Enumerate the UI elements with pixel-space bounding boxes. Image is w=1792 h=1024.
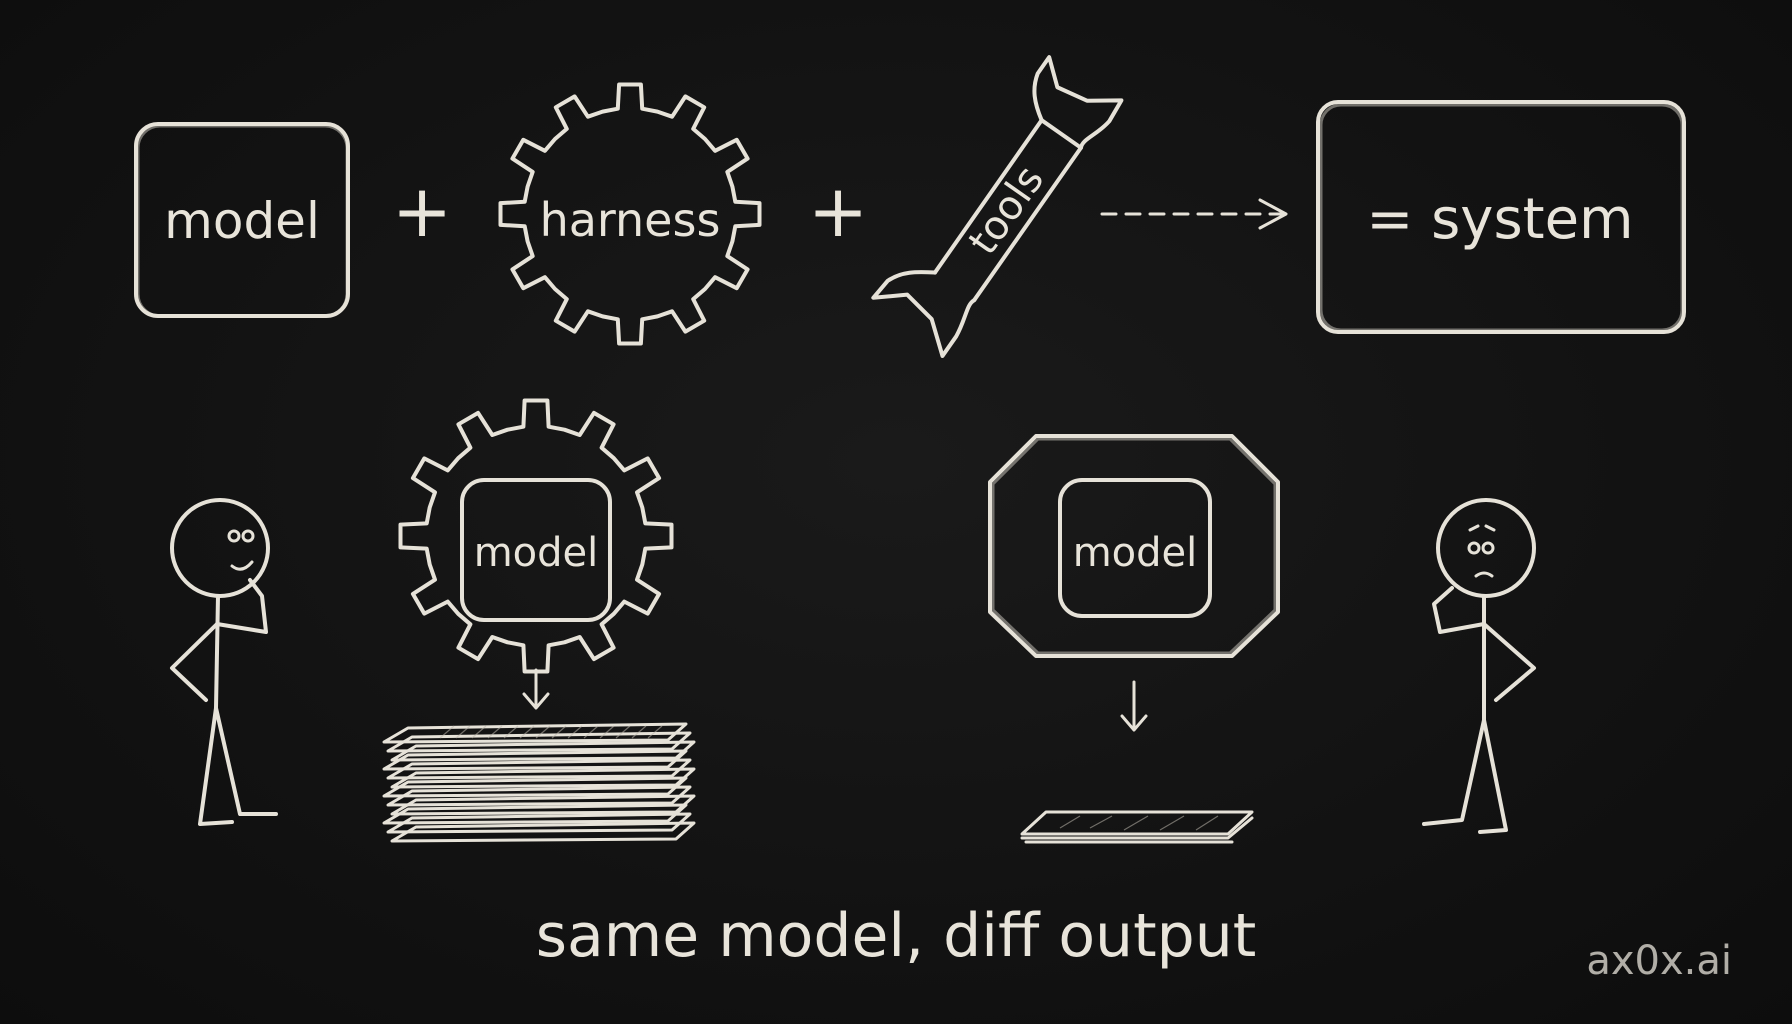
arrow-down-icon [1120, 680, 1148, 732]
paper-sheet [386, 785, 692, 807]
harness-gear-with-model: model [398, 398, 674, 674]
paper-sheet [390, 821, 696, 843]
dashed-arrow [1100, 198, 1288, 230]
shading-stroke [551, 725, 567, 739]
shading-stroke [631, 725, 647, 739]
paper-sheet [386, 812, 692, 834]
shading-stroke [487, 725, 503, 739]
paper-sheet [382, 776, 688, 798]
shading-stroke [567, 725, 583, 739]
stick-figure-smiling [170, 498, 278, 826]
large-output-stack [382, 722, 696, 843]
plain-octagon-with-model: model [988, 434, 1280, 658]
system-label: = system [1366, 187, 1633, 252]
model-label: model [164, 192, 320, 250]
right-model-label: model [1073, 530, 1198, 576]
left-model-label: model [474, 530, 599, 576]
paper-sheet [390, 794, 696, 816]
paper-sheet [390, 740, 696, 762]
paper-sheet [382, 722, 688, 744]
shading-stroke [615, 725, 631, 739]
model-box: model [134, 122, 350, 318]
arrow-down-icon [522, 668, 550, 710]
shading-stroke [647, 725, 663, 739]
paper-sheet [386, 731, 692, 753]
shading-stroke [583, 725, 599, 739]
harness-label: harness [540, 193, 721, 247]
paper-sheet [386, 758, 692, 780]
tools-wrench-icon: tools [871, 55, 1124, 358]
shading-stroke [471, 725, 487, 739]
small-output-stack [1020, 810, 1254, 844]
system-box: = system [1316, 100, 1686, 334]
stick-figure-puzzled [1422, 498, 1536, 834]
plus-sign: + [808, 169, 868, 253]
harness-gear: harness [498, 82, 762, 346]
shading-stroke [535, 725, 551, 739]
paper-sheet [390, 767, 696, 789]
shading-stroke [503, 725, 519, 739]
caption: same model, diff output [536, 901, 1257, 971]
paper-sheet [382, 803, 688, 825]
shading-stroke [599, 725, 615, 739]
shading-stroke [455, 725, 471, 739]
watermark: ax0x.ai [1586, 938, 1732, 984]
paper-sheet [382, 749, 688, 771]
plus-sign: + [392, 169, 452, 253]
shading-stroke [519, 725, 535, 739]
shading-stroke [439, 725, 455, 739]
